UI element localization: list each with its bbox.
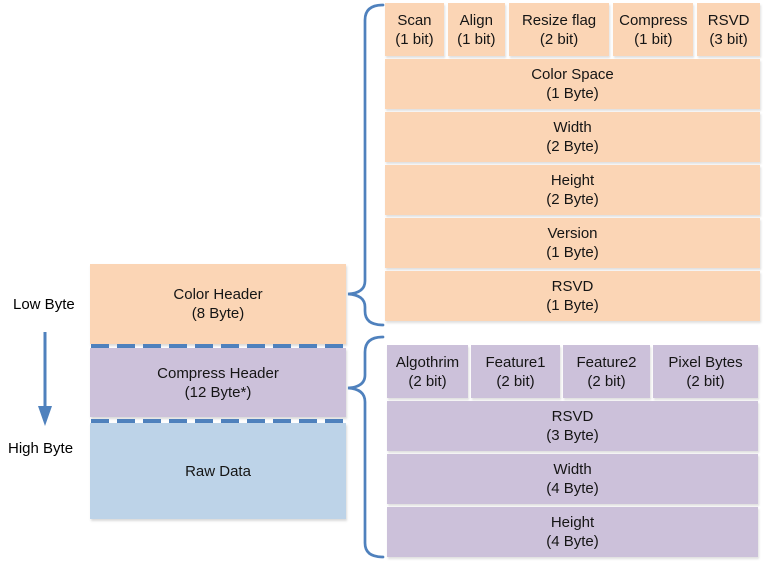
field-name: Width — [553, 461, 592, 478]
field-name: RSVD — [707, 11, 750, 29]
compress-header-size: (12 Byte*) — [184, 383, 252, 401]
bytefield-width: Width (2 Byte) — [385, 112, 760, 162]
dashed-divider-top — [91, 344, 345, 348]
field-name: Resize flag — [521, 11, 597, 29]
field-name: Feature1 — [485, 353, 546, 371]
field-name: RSVD — [551, 408, 594, 425]
field-name: Align — [459, 11, 493, 29]
field-size: (3 bit) — [709, 30, 748, 48]
field-size: (1 bit) — [457, 30, 496, 48]
field-name: Scan — [397, 11, 432, 29]
bitfield-align: Align (1 bit) — [447, 3, 505, 56]
bytefield-width-4: Width (4 Byte) — [387, 454, 758, 504]
low-byte-label: Low Byte — [13, 296, 75, 313]
field-name: Height — [550, 514, 595, 531]
bytefield-rsvd-3: RSVD (3 Byte) — [387, 401, 758, 451]
bitfield-compress: Compress (1 bit) — [613, 3, 694, 56]
compress-header-box: Compress Header (12 Byte*) — [90, 348, 346, 417]
field-name: Compress — [619, 11, 688, 29]
field-name: Width — [553, 119, 592, 136]
field-size: (2 bit) — [408, 372, 447, 390]
bitfield-feature1: Feature1 (2 bit) — [471, 345, 560, 398]
bitfield-scan: Scan (1 bit) — [385, 3, 444, 56]
bitfield-pixel-bytes: Pixel Bytes (2 bit) — [653, 345, 758, 398]
compress-header-bit-row: Algothrim (2 bit) Feature1 (2 bit) Featu… — [387, 345, 758, 398]
compress-header-name: Compress Header — [157, 364, 279, 382]
field-size: (1 Byte) — [546, 244, 599, 261]
bitfield-resize-flag: Resize flag (2 bit) — [508, 3, 610, 56]
byte-order-arrow-icon — [38, 332, 52, 426]
color-header-bit-row: Scan (1 bit) Align (1 bit) Resize flag (… — [385, 3, 761, 56]
field-size: (4 Byte) — [546, 480, 599, 497]
color-header-table: Scan (1 bit) Align (1 bit) Resize flag (… — [385, 3, 761, 321]
field-size: (1 Byte) — [546, 85, 599, 102]
field-size: (2 bit) — [539, 30, 579, 48]
field-size: (2 bit) — [686, 372, 725, 390]
bitfield-algothrim: Algothrim (2 bit) — [387, 345, 468, 398]
field-size: (2 Byte) — [546, 138, 599, 155]
bytefield-rsvd: RSVD (1 Byte) — [385, 271, 760, 321]
bytefield-version: Version (1 Byte) — [385, 218, 760, 268]
bytefield-height-4: Height (4 Byte) — [387, 507, 758, 557]
field-name: Version — [547, 225, 598, 242]
color-header-name: Color Header — [173, 286, 263, 303]
compress-header-table: Algothrim (2 bit) Feature1 (2 bit) Featu… — [387, 345, 758, 557]
field-name: Pixel Bytes — [668, 353, 743, 371]
field-name: Feature2 — [576, 353, 637, 371]
field-size: (2 bit) — [496, 372, 535, 390]
color-header-brace-icon — [347, 3, 385, 327]
bitfield-feature2: Feature2 (2 bit) — [563, 345, 650, 398]
raw-data-box: Raw Data — [90, 423, 346, 519]
bytefield-height: Height (2 Byte) — [385, 165, 760, 215]
field-size: (2 bit) — [587, 372, 626, 390]
field-name: Height — [550, 172, 595, 189]
field-size: (4 Byte) — [546, 533, 599, 550]
field-size: (1 bit) — [634, 30, 673, 48]
field-name: RSVD — [551, 278, 594, 295]
bitfield-rsvd: RSVD (3 bit) — [697, 3, 761, 56]
compress-header-brace-icon — [347, 335, 385, 559]
color-header-size: (8 Byte) — [191, 305, 245, 322]
bytefield-color-space: Color Space (1 Byte) — [385, 59, 760, 109]
dashed-divider-bottom — [91, 419, 345, 423]
field-size: (2 Byte) — [546, 191, 599, 208]
raw-data-name: Raw Data — [185, 462, 251, 480]
field-size: (1 bit) — [395, 30, 434, 48]
field-size: (3 Byte) — [546, 427, 599, 444]
field-size: (1 Byte) — [546, 297, 599, 314]
field-name: Algothrim — [395, 353, 460, 371]
color-header-box: Color Header (8 Byte) — [90, 264, 346, 344]
high-byte-label: High Byte — [8, 440, 74, 457]
field-name: Color Space — [531, 66, 614, 83]
